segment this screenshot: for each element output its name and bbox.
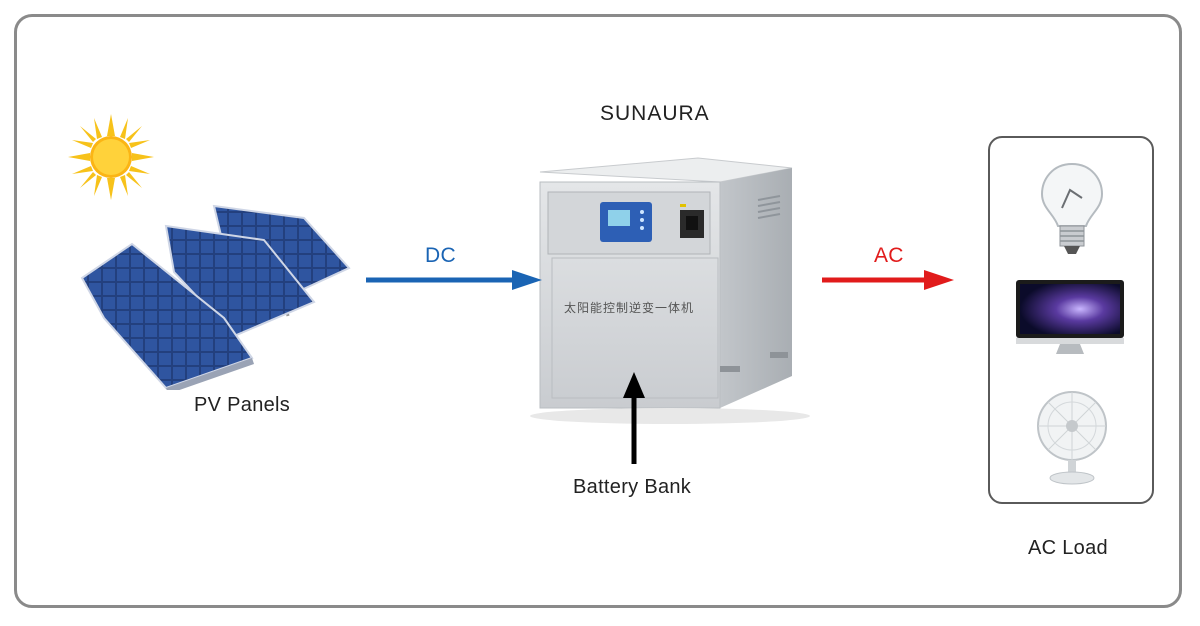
battery-bank-label: Battery Bank	[573, 476, 692, 498]
ac-load-label: AC Load	[1028, 537, 1108, 559]
dc-arrow	[366, 270, 542, 290]
light-bulb-icon	[1040, 162, 1104, 254]
sun-icon	[68, 114, 154, 200]
machine-caption: 太阳能控制逆变一体机	[564, 301, 695, 315]
ac-arrow	[822, 270, 954, 290]
ac-label: AC	[874, 244, 904, 267]
solar-panel-icon	[80, 204, 351, 390]
monitor-icon	[1016, 280, 1124, 354]
battery-arrow	[623, 372, 645, 464]
brand-label: SUNAURA	[600, 102, 710, 125]
dc-label: DC	[425, 244, 456, 267]
desk-fan-icon	[1037, 391, 1107, 485]
pv-panels-label: PV Panels	[194, 394, 291, 416]
inverter-unit-icon	[530, 157, 810, 424]
